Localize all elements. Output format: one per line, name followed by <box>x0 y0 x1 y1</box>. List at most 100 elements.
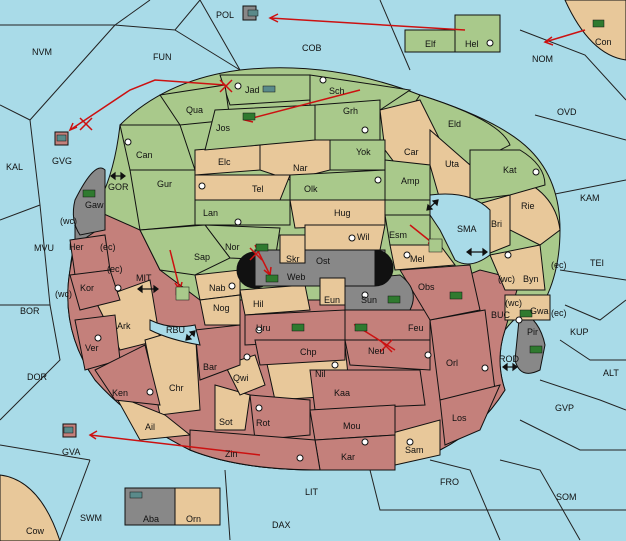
sea-NOM[interactable]: NOM <box>532 54 553 64</box>
region-Kat[interactable] <box>469 149 546 201</box>
unit-Web[interactable] <box>265 274 279 283</box>
sea-SOM[interactable]: SOM <box>556 492 577 502</box>
sea-DOR[interactable]: DOR <box>27 372 48 382</box>
label-Qua: Qua <box>186 105 203 115</box>
region-Her[interactable] <box>69 234 111 276</box>
label-Mou: Mou <box>343 421 361 431</box>
region-Orl[interactable] <box>429 309 496 401</box>
unit-Hel[interactable] <box>247 9 259 17</box>
unit-Sap-box <box>175 286 190 301</box>
sea-OVD[interactable]: OVD <box>557 107 577 117</box>
label-GVG: GVG <box>52 156 72 166</box>
region-Lan[interactable] <box>194 199 291 226</box>
label-Kor: Kor <box>80 283 94 293</box>
label-Uta: Uta <box>445 159 459 169</box>
label-Eld: Eld <box>448 119 461 129</box>
unit-Gaw[interactable] <box>82 189 96 198</box>
sea-DAX[interactable]: DAX <box>272 520 291 530</box>
label-Chr: Chr <box>169 383 184 393</box>
coast-Gwa-wc: (wc) <box>505 298 522 308</box>
unit-Jad[interactable] <box>262 85 276 93</box>
sea-BOR[interactable]: BOR <box>20 306 40 316</box>
label-Hel: Hel <box>465 39 479 49</box>
region-Sap[interactable] <box>139 224 231 276</box>
unit-Mel-box <box>428 238 443 253</box>
unit-GVA[interactable] <box>63 426 74 434</box>
label-Byn: Byn <box>523 274 539 284</box>
region-Los[interactable] <box>439 384 501 446</box>
sea-MVU[interactable]: MVU <box>34 243 54 253</box>
region-Eun-box[interactable] <box>319 277 346 306</box>
unit-Gwa[interactable] <box>519 309 533 318</box>
region-Bar[interactable] <box>194 324 241 381</box>
sea-FUN[interactable]: FUN <box>153 52 172 62</box>
green-regions <box>119 74 546 276</box>
region-Wil[interactable] <box>304 224 386 251</box>
coast-Her-wc: (wc) <box>60 216 77 226</box>
sea-ROD[interactable]: ROD <box>499 354 520 364</box>
unit-Uru[interactable] <box>291 323 305 332</box>
label-Rot: Rot <box>256 418 271 428</box>
move-arrows <box>68 13 586 456</box>
label-Rie: Rie <box>521 201 535 211</box>
region-Kaa[interactable] <box>309 369 426 411</box>
region-Orn[interactable] <box>174 487 221 526</box>
sea-SMA[interactable]: SMA <box>457 224 477 234</box>
label-Wil: Wil <box>357 232 370 242</box>
region-Kor[interactable] <box>69 269 121 311</box>
label-Zin: Zin <box>225 449 238 459</box>
sea-POL[interactable]: POL <box>216 10 234 20</box>
label-Los: Los <box>452 413 467 423</box>
region-Obs[interactable] <box>399 264 481 321</box>
label-Obs: Obs <box>418 282 435 292</box>
sea-KAM[interactable]: KAM <box>580 193 600 203</box>
region-Rot[interactable] <box>249 394 311 441</box>
region-Olk[interactable] <box>289 169 386 201</box>
unit-Pir[interactable] <box>529 345 543 354</box>
sea-KAL[interactable]: KAL <box>6 162 23 172</box>
sea-FRO[interactable]: FRO <box>440 477 459 487</box>
sea-BUC[interactable]: BUC <box>491 310 511 320</box>
unit-Jos[interactable] <box>242 112 256 121</box>
region-Zin[interactable] <box>189 429 321 471</box>
region-Chp[interactable] <box>254 339 346 366</box>
sea-SWM[interactable]: SWM <box>80 513 102 523</box>
unit-Feu[interactable] <box>354 323 368 332</box>
region-Skr-box[interactable] <box>279 234 306 264</box>
unit-Aba[interactable] <box>129 491 143 499</box>
label-Elf: Elf <box>425 39 436 49</box>
sea-NVM[interactable]: NVM <box>32 47 52 57</box>
sea-KUP[interactable]: KUP <box>570 327 589 337</box>
label-Ail: Ail <box>145 422 155 432</box>
sea-RBU[interactable]: RBU <box>166 325 185 335</box>
coast-Her-ec: (ec) <box>100 242 116 252</box>
label-Nar: Nar <box>293 163 308 173</box>
sea-GVP[interactable]: GVP <box>555 403 574 413</box>
label-Car: Car <box>404 147 419 157</box>
unit-Nor[interactable] <box>255 243 269 252</box>
unit-Con[interactable] <box>592 19 605 28</box>
region-Gaw[interactable] <box>72 167 106 236</box>
unit-Sun[interactable] <box>387 295 401 304</box>
label-Pir: Pir <box>527 327 538 337</box>
region-Hel[interactable] <box>454 14 501 53</box>
coast-Byn-wc: (wc) <box>498 274 515 284</box>
unit-Obs[interactable] <box>449 291 463 300</box>
sea-MIT[interactable]: MIT <box>136 273 152 283</box>
sea-ALT[interactable]: ALT <box>603 368 619 378</box>
label-Tel: Tel <box>252 184 264 194</box>
sea-LIT[interactable]: LIT <box>305 487 319 497</box>
unit-GVG[interactable] <box>56 134 67 142</box>
label-Sap: Sap <box>194 252 210 262</box>
region-Ken[interactable] <box>94 344 161 406</box>
region-Byn[interactable] <box>489 244 546 291</box>
region-Tel[interactable] <box>194 174 291 201</box>
sea-COB[interactable]: COB <box>302 43 322 53</box>
sea-TEI[interactable]: TEI <box>590 258 604 268</box>
region-Hil[interactable] <box>239 284 311 316</box>
label-Ark: Ark <box>117 321 131 331</box>
sea-GOR[interactable]: GOR <box>108 182 129 192</box>
region-Neu[interactable] <box>344 339 431 371</box>
coast-tag-layer: (wc) (ec) (ec) (wc) (wc) (ec) (wc) (ec) <box>55 216 567 318</box>
